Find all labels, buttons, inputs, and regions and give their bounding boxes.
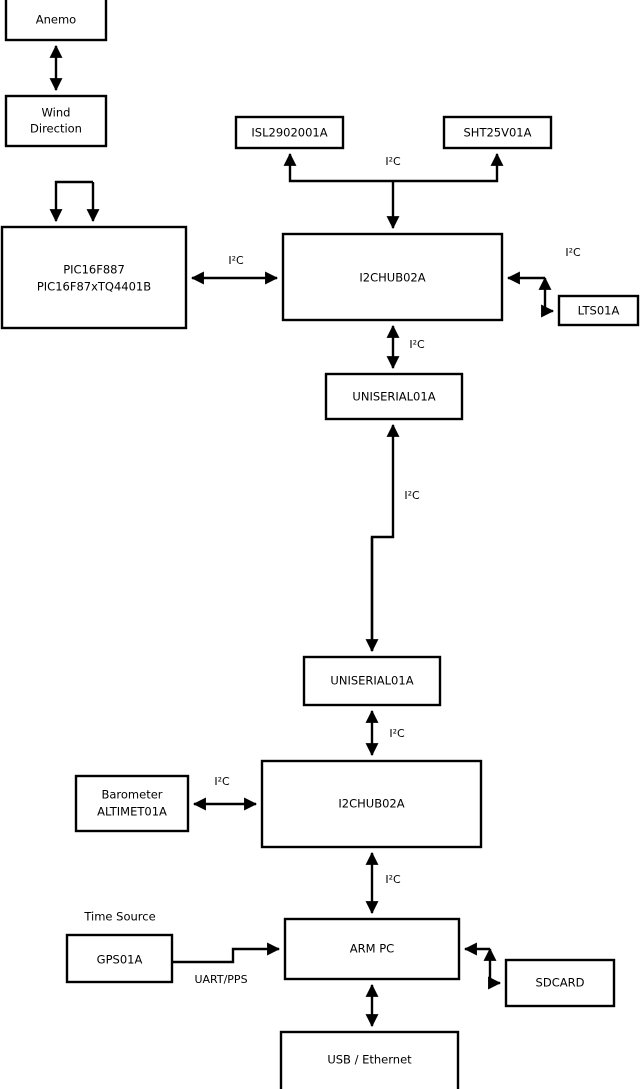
node-barometer-label-line2: ALTIMET01A — [97, 805, 167, 819]
node-uniserial01a-bottom-label: UNISERIAL01A — [330, 674, 413, 688]
node-uniserial01a-bottom[interactable]: UNISERIAL01A — [302, 655, 442, 707]
edge-label-pic-hub-i2c: I²C — [228, 254, 244, 267]
node-uniserial01a-bottom-box[interactable] — [302, 655, 442, 707]
node-i2chub02a-top-label: I2CHUB02A — [359, 271, 425, 285]
node-pic-label-line2: PIC16F87xTQ4401B — [37, 280, 151, 294]
node-sht25v01a-box[interactable] — [442, 115, 553, 150]
node-lts01a-label: LTS01A — [578, 304, 620, 318]
edge-hub-to-isl — [283, 152, 393, 183]
edge-label-uniserial-hubbot-i2c: I²C — [389, 727, 405, 740]
node-sdcard-box[interactable] — [504, 958, 616, 1008]
node-pic[interactable]: PIC16F887 PIC16F87xTQ4401B — [0, 225, 188, 330]
node-lts01a[interactable]: LTS01A — [557, 294, 640, 327]
edge-wind-pic-up — [49, 180, 93, 223]
edge-uniserial-link-up — [370, 423, 400, 651]
edge-label-baro-hubbot-i2c: I²C — [214, 775, 230, 788]
node-i2chub02a-bottom-box[interactable] — [260, 759, 483, 849]
edge-label-hub-uniserial-i2c: I²C — [409, 338, 425, 351]
edge-label-hubbot-armpc-i2c: I²C — [385, 873, 401, 886]
label-time-source: Time Source — [83, 910, 155, 924]
node-i2chub02a-bottom[interactable]: I2CHUB02A — [260, 759, 483, 849]
node-sht25v01a-label: SHT25V01A — [464, 126, 532, 140]
node-lts01a-box[interactable] — [557, 294, 640, 327]
node-arm-pc-box[interactable] — [283, 917, 461, 981]
node-uniserial01a-top[interactable]: UNISERIAL01A — [324, 372, 464, 421]
edge-label-hub-lts-i2c: I²C — [565, 246, 581, 259]
node-anemo[interactable]: Anemo — [4, 0, 108, 42]
node-isl2902001a-box[interactable] — [234, 115, 345, 150]
node-pic-box[interactable] — [0, 225, 188, 330]
node-usb-ethernet[interactable]: USB / Ethernet — [279, 1030, 460, 1089]
edge-hub-to-sht — [393, 152, 504, 183]
node-wind-direction-label-line2: Direction — [30, 122, 82, 136]
node-isl2902001a-label: ISL2902001A — [251, 126, 327, 140]
node-barometer-box[interactable] — [74, 774, 190, 833]
node-arm-pc[interactable]: ARM PC — [283, 917, 461, 981]
node-usb-ethernet-label: USB / Ethernet — [327, 1053, 412, 1067]
node-isl2902001a[interactable]: ISL2902001A — [234, 115, 345, 150]
node-pic-label-line1: PIC16F887 — [63, 263, 125, 277]
edge-labels-layer: I²C I²C I²C I²C I²C I²C I²C I²C UART/PPS — [194, 155, 581, 986]
node-barometer-label-line1: Barometer — [101, 788, 162, 802]
node-gps01a-box[interactable] — [65, 933, 174, 984]
node-anemo-label: Anemo — [36, 13, 76, 27]
node-anemo-box[interactable] — [4, 0, 108, 42]
node-gps01a-label: GPS01A — [97, 953, 143, 967]
node-sdcard[interactable]: SDCARD — [504, 958, 616, 1008]
edge-label-isl-sht-i2c: I²C — [385, 155, 401, 168]
node-gps01a[interactable]: GPS01A — [65, 933, 174, 984]
edge-label-gps-armpc-uart: UART/PPS — [194, 973, 247, 986]
node-sht25v01a[interactable]: SHT25V01A — [442, 115, 553, 150]
node-wind-direction[interactable]: Wind Direction — [4, 94, 108, 148]
edge-label-uniserial-uniserial-i2c: I²C — [404, 489, 420, 502]
node-barometer[interactable]: Barometer ALTIMET01A — [74, 774, 190, 833]
node-uniserial01a-top-box[interactable] — [324, 372, 464, 421]
node-arm-pc-label: ARM PC — [350, 942, 394, 956]
edges-layer — [49, 44, 555, 1028]
edge-gps-armpc — [172, 942, 281, 964]
node-wind-direction-label-line1: Wind — [42, 106, 71, 120]
node-wind-direction-box[interactable] — [4, 94, 108, 148]
node-i2chub02a-top-box[interactable] — [281, 232, 504, 322]
node-sdcard-label: SDCARD — [536, 976, 585, 990]
free-labels-layer: Time Source — [83, 910, 155, 924]
node-i2chub02a-bottom-label: I2CHUB02A — [338, 797, 404, 811]
node-i2chub02a-top[interactable]: I2CHUB02A — [281, 232, 504, 322]
node-usb-ethernet-box[interactable] — [279, 1030, 460, 1089]
node-uniserial01a-top-label: UNISERIAL01A — [352, 390, 435, 404]
